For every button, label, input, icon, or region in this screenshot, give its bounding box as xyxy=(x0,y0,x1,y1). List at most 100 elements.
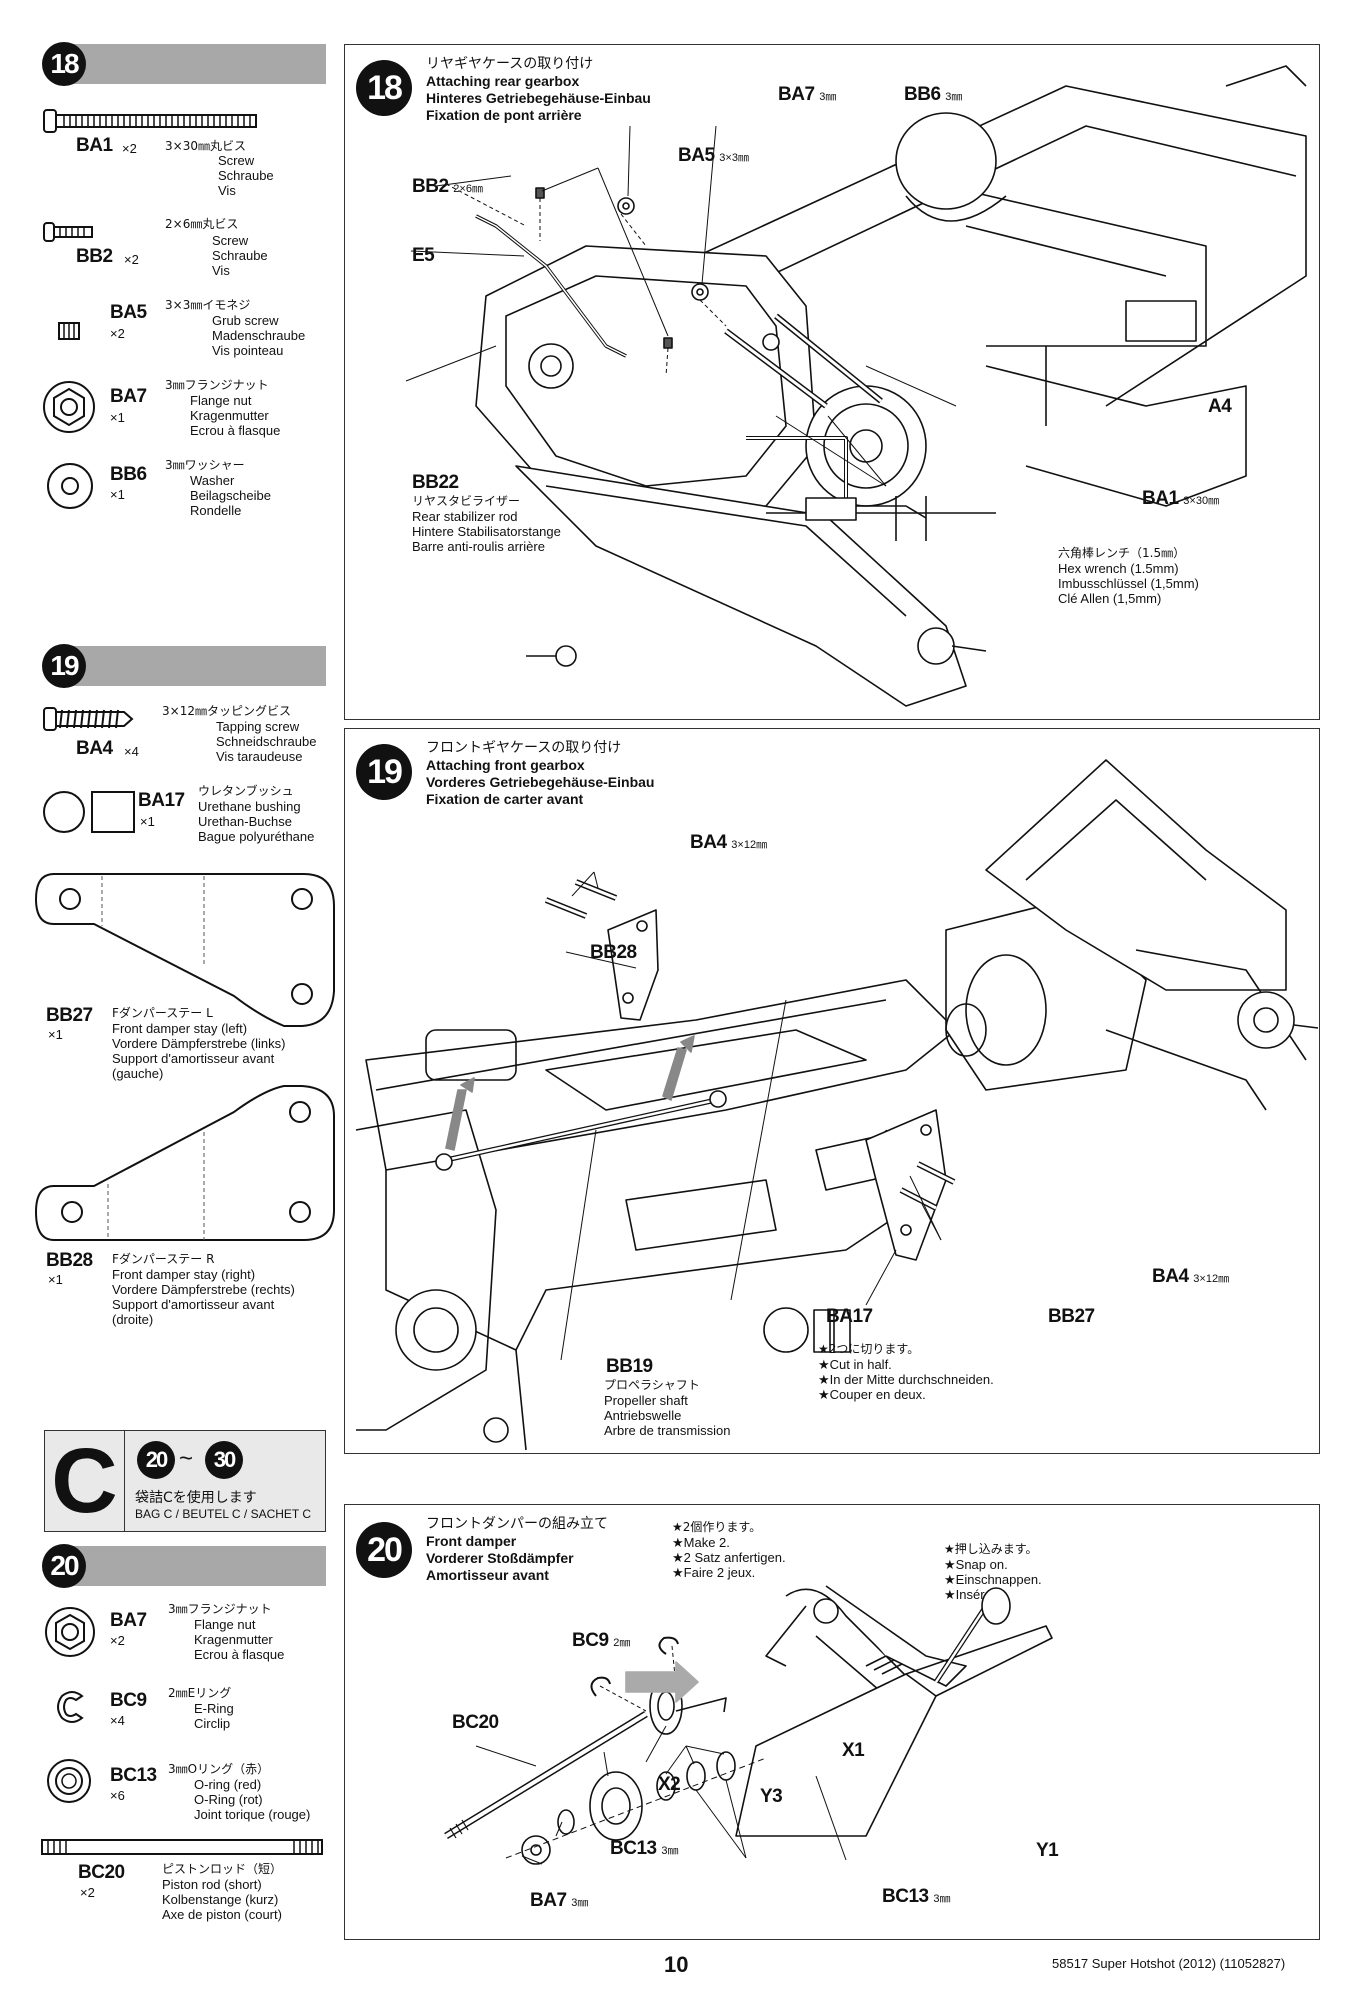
part-ja-bc9: 2㎜Eリング xyxy=(168,1686,232,1700)
label-19-ba17: BA17 xyxy=(826,1306,873,1327)
bag-step-to: 30 xyxy=(205,1441,243,1479)
ba5-grub-screw-illustration xyxy=(58,322,80,340)
hex-wrench-note: 六角棒レンチ（1.5㎜） Hex wrench (1.5mm) Imbussch… xyxy=(1058,546,1199,606)
page-number: 10 xyxy=(664,1952,689,1977)
bag-tilde: ~ xyxy=(179,1445,194,1472)
bc9-e-ring-illustration xyxy=(57,1691,84,1723)
part-desc-bc13: O-ring (red)O-Ring (rot)Joint torique (r… xyxy=(194,1777,311,1822)
part-ja-ba4: 3×12㎜タッピングビス xyxy=(162,704,291,718)
model-footer: 58517 Super Hotshot (2012) (11052827) xyxy=(1052,1956,1286,1971)
bag-en: BAG C / BEUTEL C / SACHET C xyxy=(135,1507,312,1521)
bag-c-box: C 20 ~ 30 袋詰Cを使用します BAG C / BEUTEL C / S… xyxy=(44,1430,326,1532)
step-19-header-bar xyxy=(68,646,326,686)
part-qty-bb28: ×1 xyxy=(48,1272,63,1287)
front-damper-assembly-drawing xyxy=(444,1585,1053,1865)
label-18-bb6: BB6 3㎜ xyxy=(904,84,963,105)
ba1-screw-illustration xyxy=(43,109,257,133)
panel-19-badge: 19 xyxy=(356,744,412,800)
label-20-bc9: BC9 2㎜ xyxy=(572,1630,631,1651)
label-19-ba4-right: BA4 3×12㎜ xyxy=(1152,1266,1230,1287)
front-gearbox-assembly-drawing xyxy=(355,759,1319,1451)
part-code-ba1: BA1 xyxy=(76,135,113,156)
label-20-bc13-left: BC13 3㎜ xyxy=(610,1838,679,1859)
part-ja-bb2: 2×6㎜丸ビス xyxy=(165,217,239,231)
part-code-ba7-20: BA7 xyxy=(110,1610,147,1631)
label-18-bb2: BB2 2×6㎜ xyxy=(412,176,483,197)
label-20-y3: Y3 xyxy=(760,1786,783,1807)
label-20-x1: X1 xyxy=(842,1740,865,1761)
part-qty-ba7: ×1 xyxy=(110,410,125,425)
ba7-flange-nut-illustration xyxy=(43,381,95,433)
panel-18-title: リヤギヤケースの取り付け Attaching rear gearbox Hint… xyxy=(426,56,651,123)
panel-19-title: フロントギヤケースの取り付け Attaching front gearbox V… xyxy=(426,740,655,807)
part-code-bc20: BC20 xyxy=(78,1862,125,1883)
part-code-bb27: BB27 xyxy=(46,1005,93,1026)
label-18-bb22: BB22 xyxy=(412,472,459,493)
label-19-ba4-top: BA4 3×12㎜ xyxy=(690,832,768,853)
bc20-piston-rod-illustration xyxy=(41,1839,323,1855)
part-ja-ba7-20: 3㎜フランジナット xyxy=(168,1602,272,1616)
label-20-bc13-right: BC13 3㎜ xyxy=(882,1886,951,1907)
panel-18-badge: 18 xyxy=(356,60,412,116)
part-qty-bc13: ×6 xyxy=(110,1788,125,1803)
part-code-ba5: BA5 xyxy=(110,302,147,323)
label-19-bb28: BB28 xyxy=(590,942,637,963)
label-18-e5: E5 xyxy=(412,245,435,266)
part-qty-bb2: ×2 xyxy=(124,252,139,267)
label-18-a4: A4 xyxy=(1208,396,1232,417)
part-code-bb6: BB6 xyxy=(110,464,147,485)
bb19-description: プロペラシャフト Propeller shaft Antriebswelle A… xyxy=(604,1378,731,1438)
label-19-bb27: BB27 xyxy=(1048,1306,1095,1327)
part-qty-ba1: ×2 xyxy=(122,141,137,156)
part-code-bb28: BB28 xyxy=(46,1250,93,1271)
label-19-bb19: BB19 xyxy=(606,1356,653,1377)
part-qty-bc9: ×4 xyxy=(110,1713,125,1728)
panel-20-badge: 20 xyxy=(356,1522,412,1578)
part-ja-bb6: 3㎜ワッシャー xyxy=(165,458,245,472)
ba17-cut-note: ★2つに切ります。 ★Cut in half. ★In der Mitte du… xyxy=(818,1342,994,1402)
part-qty-bc20: ×2 xyxy=(80,1885,95,1900)
bag-step-from: 20 xyxy=(137,1441,175,1479)
step-20-header-bar xyxy=(68,1546,326,1586)
bb6-washer-illustration xyxy=(47,463,93,509)
label-20-ba7: BA7 3㎜ xyxy=(530,1890,589,1911)
part-qty-ba17: ×1 xyxy=(140,814,155,829)
step-18-header-bar xyxy=(68,44,326,84)
step-19-badge: 19 xyxy=(42,644,86,688)
part-ja-ba7: 3㎜フランジナット xyxy=(165,378,269,392)
part-qty-bb27: ×1 xyxy=(48,1027,63,1042)
part-ja-ba5: 3×3㎜イモネジ xyxy=(165,298,251,312)
bb22-description: リヤスタビライザー Rear stabilizer rod Hintere St… xyxy=(412,494,561,554)
bb28-damper-stay-illustration xyxy=(34,1085,335,1241)
part-ja-bb28: Fダンパーステー R xyxy=(112,1252,215,1266)
part-code-bc9: BC9 xyxy=(110,1690,147,1711)
step-18-badge: 18 xyxy=(42,42,86,86)
label-20-bc20: BC20 xyxy=(452,1712,499,1733)
part-qty-ba4: ×4 xyxy=(124,744,139,759)
part-qty-ba5: ×2 xyxy=(110,326,125,341)
panel-step-18 xyxy=(344,44,1320,720)
part-desc-bc20: Piston rod (short)Kolbenstange (kurz)Axe… xyxy=(162,1877,282,1922)
part-ja-bb27: Fダンパーステー L xyxy=(112,1006,213,1020)
snap-on-note: ★押し込みます。 ★Snap on. ★Einschnappen. ★Insér… xyxy=(944,1542,1042,1602)
label-20-x2: X2 xyxy=(658,1774,681,1795)
bb27-damper-stay-illustration xyxy=(34,873,335,1027)
part-qty-bb6: ×1 xyxy=(110,487,125,502)
part-code-bb2: BB2 xyxy=(76,246,113,267)
rear-gearbox-assembly-drawing xyxy=(405,65,1307,707)
bb2-screw-illustration xyxy=(43,222,93,242)
part-ja-bc20: ピストンロッド（短） xyxy=(162,1862,283,1876)
ba7-flange-nut-illustration-2 xyxy=(45,1607,95,1657)
part-ja-bc13: 3㎜Oリング（赤） xyxy=(168,1762,270,1776)
panel-step-20 xyxy=(344,1504,1320,1940)
step-20-badge: 20 xyxy=(42,1544,86,1588)
label-18-ba7: BA7 3㎜ xyxy=(778,84,837,105)
part-ja-ba1: 3×30㎜丸ビス xyxy=(165,139,246,153)
panel-step-19 xyxy=(344,728,1320,1454)
